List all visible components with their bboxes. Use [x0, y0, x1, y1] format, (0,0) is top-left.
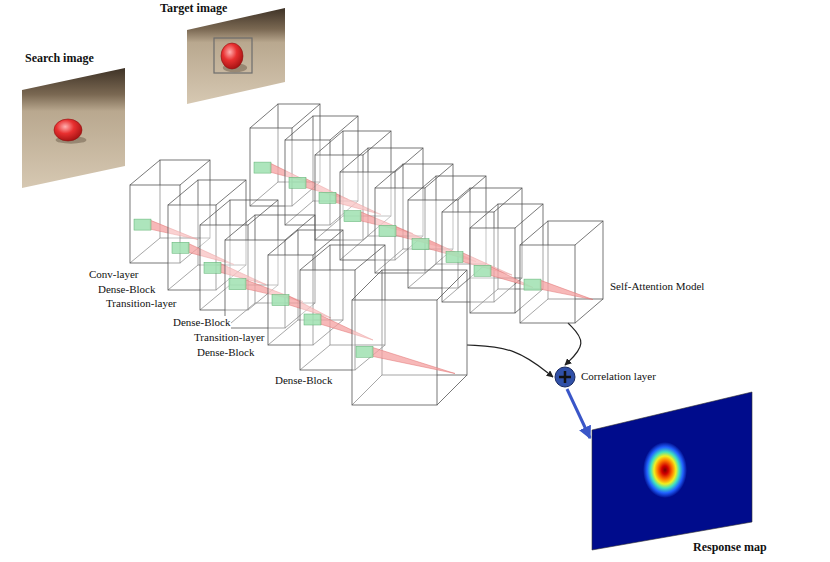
layer-edge: [520, 221, 548, 245]
layer-edge: [130, 160, 160, 185]
layer-edge: [313, 230, 343, 255]
node-label: Target image: [160, 1, 227, 15]
layer-edge: [395, 148, 423, 172]
sum-circle: [555, 367, 575, 387]
photo-content: [54, 119, 86, 144]
kernel-patch: [229, 279, 246, 290]
layer-edge: [375, 164, 403, 188]
label-anchor: Transition-layer: [193, 331, 265, 344]
kernel-patch: [319, 192, 336, 203]
layer-slab: [520, 221, 603, 323]
target-box: [214, 38, 252, 73]
layer-edge: [408, 176, 436, 200]
label-anchor: Dense-Block: [196, 346, 255, 359]
layer-edge: [363, 131, 391, 155]
kernel-patch: [204, 262, 221, 273]
kernel-patch: [474, 265, 491, 276]
layer-edge: [470, 204, 498, 228]
label-anchor: Dense-Block: [172, 316, 231, 329]
kernel-patch: [172, 242, 189, 253]
layer-edge: [352, 270, 382, 300]
layer-edge: [437, 375, 467, 405]
layer-label: Transition-layer: [193, 331, 265, 344]
node-label: Dense-Block: [275, 374, 332, 387]
layer-slab: [352, 270, 467, 405]
correlation-node: Correlation layer: [553, 365, 659, 389]
layer-edge: [355, 245, 385, 270]
node-picture: [22, 50, 127, 190]
kernel-patch: [254, 162, 271, 173]
layer-edge: [268, 230, 298, 255]
layer-edge: [437, 270, 467, 300]
connector: [565, 323, 581, 365]
layer-edge: [315, 131, 343, 155]
search-branch: [130, 160, 385, 370]
layer-edge: [168, 180, 198, 205]
kernel-patch: [289, 177, 306, 188]
layer-label: Dense-Block: [196, 346, 255, 359]
node-picture: [158, 0, 288, 106]
attention-layer: Self-Attention Model: [518, 218, 708, 323]
node-picture: [518, 218, 618, 323]
layer-edge: [575, 221, 603, 245]
kernel-patch: [379, 225, 396, 236]
layer-edge: [340, 148, 368, 172]
node-label: Self-Attention Model: [610, 280, 704, 293]
layer-edge: [285, 215, 315, 240]
response-map: Response map: [590, 388, 772, 558]
feature-cone: [540, 280, 593, 300]
node-picture: [272, 268, 467, 408]
plus-bar: [564, 371, 567, 383]
layer-edge: [330, 116, 358, 140]
label-anchor: Transition-layer: [105, 297, 177, 310]
label-anchor: Dense-Block: [97, 283, 156, 296]
kernel-patch: [356, 346, 373, 357]
node-picture: [590, 388, 772, 558]
label-anchor: Conv-layer: [88, 268, 139, 281]
kernel-patch: [446, 252, 463, 263]
feature-cone: [372, 347, 455, 373]
photo-ground: [22, 68, 125, 188]
layer-label: Dense-Block: [97, 283, 156, 296]
red-ball: [221, 43, 243, 69]
layer-edge: [442, 188, 470, 212]
heatmap-panel: [592, 392, 752, 550]
layer-edge: [180, 160, 210, 185]
photo-content: [214, 38, 252, 73]
layer-front-face: [352, 300, 437, 405]
connector: [567, 389, 590, 438]
dense-block: Dense-Block: [272, 268, 467, 408]
kernel-patch: [304, 314, 321, 325]
layer-edge: [200, 200, 230, 225]
layer-edge: [285, 116, 313, 140]
layer-label: Dense-Block: [172, 316, 231, 329]
connector: [467, 345, 553, 377]
node-label: Correlation layer: [581, 370, 656, 383]
image-panel: Target image: [158, 0, 288, 106]
node-label: Search image: [25, 51, 94, 65]
heatmap-peak: [643, 442, 687, 498]
layer-edge: [216, 180, 246, 205]
red-ball: [54, 119, 82, 141]
layer-edge: [515, 204, 543, 228]
kernel-patch: [344, 211, 361, 222]
kernel-patch: [524, 279, 541, 290]
image-panel: Search image: [22, 50, 127, 190]
node-label: Response map: [693, 540, 767, 554]
layer-label: Transition-layer: [105, 297, 177, 310]
kernel-patch: [134, 219, 151, 230]
layer-edge: [248, 200, 278, 225]
layer-edge: [300, 245, 330, 270]
layer-edge: [225, 215, 255, 240]
kernel-patch: [272, 295, 289, 306]
kernel-patch: [412, 239, 429, 250]
layer-edge: [250, 104, 278, 128]
layer-edge: [575, 299, 603, 323]
photo-ground: [187, 8, 285, 104]
layer-label: Conv-layer: [88, 268, 139, 281]
